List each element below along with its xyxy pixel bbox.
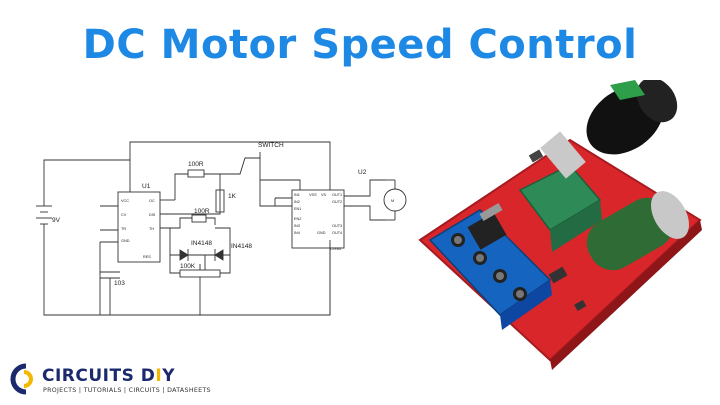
logo-name: CIRCUITS DIY [42,366,175,386]
logo-tagline: PROJECTS | TUTORIALS | CIRCUITS | DATASH… [43,387,211,394]
pin-label: OUT3 [332,224,342,228]
label-diode-2: IN4148 [231,243,252,250]
label-r-mid: 100R [194,208,210,215]
pin-label: VCC [121,199,129,203]
label-u1: U1 [142,183,151,190]
logo-name-prefix: CIRCUITS D [42,366,156,386]
pin-label: IN1 [294,193,300,197]
potentiometer [518,80,678,252]
pin-label: DIS [149,213,156,217]
pin-label: EN2 [294,217,301,221]
label-battery: 9V [52,217,61,224]
circuits-diy-logo[interactable]: CIRCUITS DIY PROJECTS | TUTORIALS | CIRC… [10,362,211,398]
pin-label: VSS [309,193,317,197]
pin-label: IN3 [294,224,300,228]
logo-name-i: I [155,366,163,386]
pin-label: GND [121,239,130,243]
page-title: DC Motor Speed Control [82,22,638,68]
pin-label: GND [317,231,326,235]
label-r-top: 100R [188,161,204,168]
label-capacitor: 103 [114,280,125,287]
label-pot: 100K [180,263,196,270]
pin-label: RES [143,255,151,259]
pin-label: IN2 [294,200,300,204]
label-diode-1: IN4148 [191,240,212,247]
logo-mark-icon [10,363,33,395]
label-switch: SWITCH [258,142,284,149]
label-u2: U2 [358,169,367,176]
label-motor: M [391,199,394,203]
pin-label: VS [321,193,327,197]
pin-label: EN1 [294,207,301,211]
terminal-block [428,209,552,330]
pin-label: TR [121,227,126,231]
mosfet [467,212,507,250]
pin-label: OC [149,199,155,203]
label-driver: L293D [330,247,341,251]
pwm-module-image [418,80,702,370]
capacitor [586,191,689,271]
pin-label: TH [149,227,154,231]
pin-label: CV [121,213,127,217]
circuit-schematic: 9V U1 U2 SWITCH 100R 100R 1K 100K IN4148… [36,141,407,316]
logo-name-suffix: Y [162,366,176,386]
label-r-1k: 1K [228,193,237,200]
pin-label: OUT1 [332,193,342,197]
pin-label: OUT2 [332,200,342,204]
pin-label: IN4 [294,231,300,235]
pin-label: OUT4 [332,231,342,235]
